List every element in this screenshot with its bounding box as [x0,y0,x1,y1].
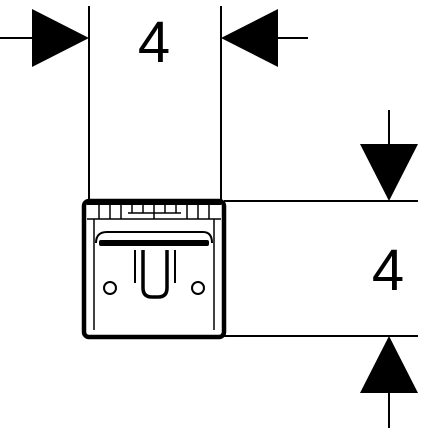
bracket-plate [99,240,209,246]
bracket-tongue [141,250,169,299]
bracket-teeth [98,205,210,219]
width-arrow-left [32,9,89,67]
height-dimension: 4 [224,110,418,428]
wall-bracket-icon [81,198,227,340]
height-dimension-value: 4 [372,238,404,303]
screw-hole-left [103,281,117,295]
width-arrow-right [221,9,278,67]
width-dimension: 4 [0,6,308,200]
screw-hole-right [191,281,205,295]
bracket-hook [95,231,213,244]
height-arrow-top [360,144,418,201]
width-dimension-value: 4 [138,10,170,75]
height-arrow-bottom [360,336,418,393]
